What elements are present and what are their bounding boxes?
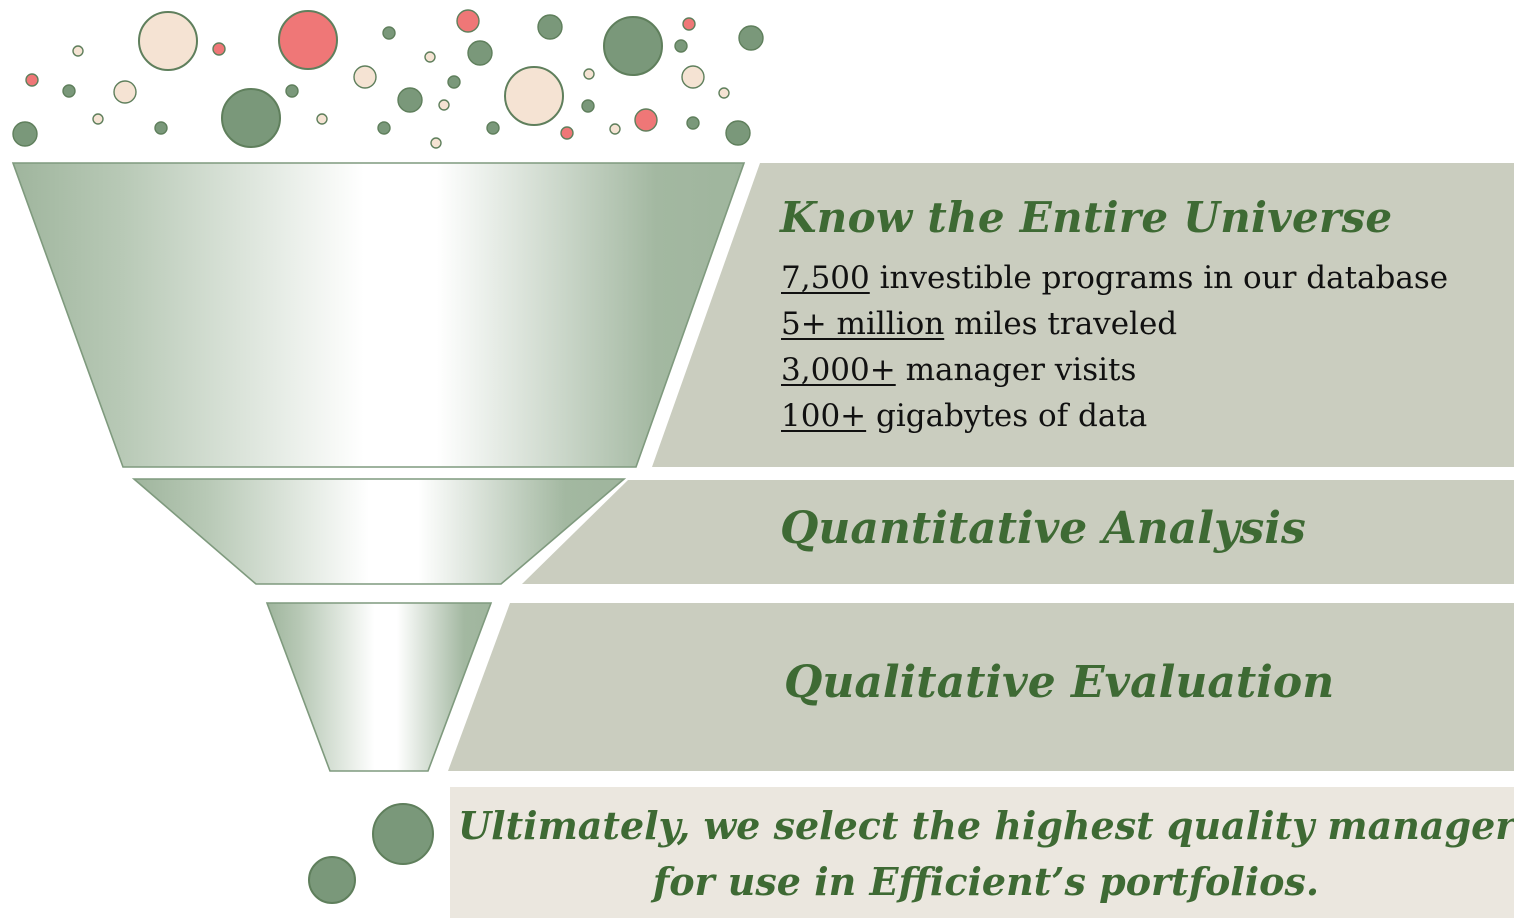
- funnel-dots: [12, 9, 764, 149]
- funnel-dot: [674, 39, 688, 53]
- stat-line: 100+ gigabytes of data: [781, 393, 1448, 439]
- funnel-dot: [25, 73, 39, 87]
- funnel-dot: [603, 16, 663, 76]
- stat-text: investible programs in our database: [869, 260, 1449, 296]
- funnel-dot: [221, 88, 281, 148]
- funnel-dot: [725, 120, 751, 146]
- funnel-dot: [634, 108, 658, 132]
- conclusion-line-2: for use in Efficient’s portfolios.: [652, 859, 1320, 904]
- stat-line: 7,500 investible programs in our databas…: [781, 255, 1448, 301]
- output-dot: [308, 856, 356, 904]
- funnel-dot: [424, 51, 436, 63]
- funnel-dot: [285, 84, 299, 98]
- funnel-dot: [486, 121, 500, 135]
- funnel-dot: [681, 65, 705, 89]
- funnel-dot: [12, 121, 38, 147]
- panel-qualitative: [448, 603, 1514, 771]
- stat-number: 7,500: [781, 260, 870, 296]
- funnel-dot: [138, 11, 198, 71]
- stage-title-universe: Know the Entire Universe: [780, 193, 1393, 242]
- funnel-dot: [62, 84, 76, 98]
- stat-line: 5+ million miles traveled: [781, 301, 1448, 347]
- funnel-bottom: [265, 602, 493, 772]
- funnel-dot: [212, 42, 226, 56]
- panel-conclusion: [450, 787, 1514, 918]
- stat-text: manager visits: [895, 352, 1137, 388]
- universe-stats: 7,500 investible programs in our databas…: [781, 255, 1448, 439]
- stage-title-qualitative: Qualitative Evaluation: [784, 657, 1335, 708]
- funnel-dot: [718, 87, 730, 99]
- funnel-dot: [504, 66, 564, 126]
- funnel-dot: [609, 123, 621, 135]
- funnel-dot: [682, 17, 696, 31]
- funnel-dot: [438, 99, 450, 111]
- funnel-dot: [154, 121, 168, 135]
- stat-number: 3,000+: [781, 352, 896, 388]
- funnel-dot: [353, 65, 377, 89]
- funnel-top: [11, 162, 746, 468]
- funnel-dot: [397, 87, 423, 113]
- funnel-dot: [560, 126, 574, 140]
- funnel-dot: [581, 99, 595, 113]
- conclusion-text: Ultimately, we select the highest qualit…: [458, 798, 1514, 910]
- stage-title-quantitative: Quantitative Analysis: [780, 503, 1306, 554]
- funnel-dot: [686, 116, 700, 130]
- funnel-dot: [278, 10, 338, 70]
- funnel-dot: [738, 25, 764, 51]
- panel-universe: [652, 163, 1514, 467]
- funnel-dot: [583, 68, 595, 80]
- funnel-dot: [382, 26, 396, 40]
- stat-number: 100+: [781, 398, 867, 434]
- funnel-dot: [537, 14, 563, 40]
- stat-number: 5+ million: [781, 306, 945, 342]
- funnel-dot: [456, 9, 480, 33]
- stat-line: 3,000+ manager visits: [781, 347, 1448, 393]
- stat-text: miles traveled: [944, 306, 1178, 342]
- funnel-dot: [113, 80, 137, 104]
- funnel-dot: [316, 113, 328, 125]
- funnel-dot: [377, 121, 391, 135]
- conclusion-line-1: Ultimately, we select the highest qualit…: [458, 803, 1514, 848]
- funnel-dot: [72, 45, 84, 57]
- funnel-dot: [447, 75, 461, 89]
- panel-quantitative: [522, 480, 1514, 584]
- output-dots: [308, 803, 434, 904]
- funnel-middle: [131, 478, 627, 585]
- funnel-dot: [92, 113, 104, 125]
- funnel-dot: [430, 137, 442, 149]
- stat-text: gigabytes of data: [866, 398, 1148, 434]
- funnel-dot: [467, 40, 493, 66]
- output-dot: [372, 803, 434, 865]
